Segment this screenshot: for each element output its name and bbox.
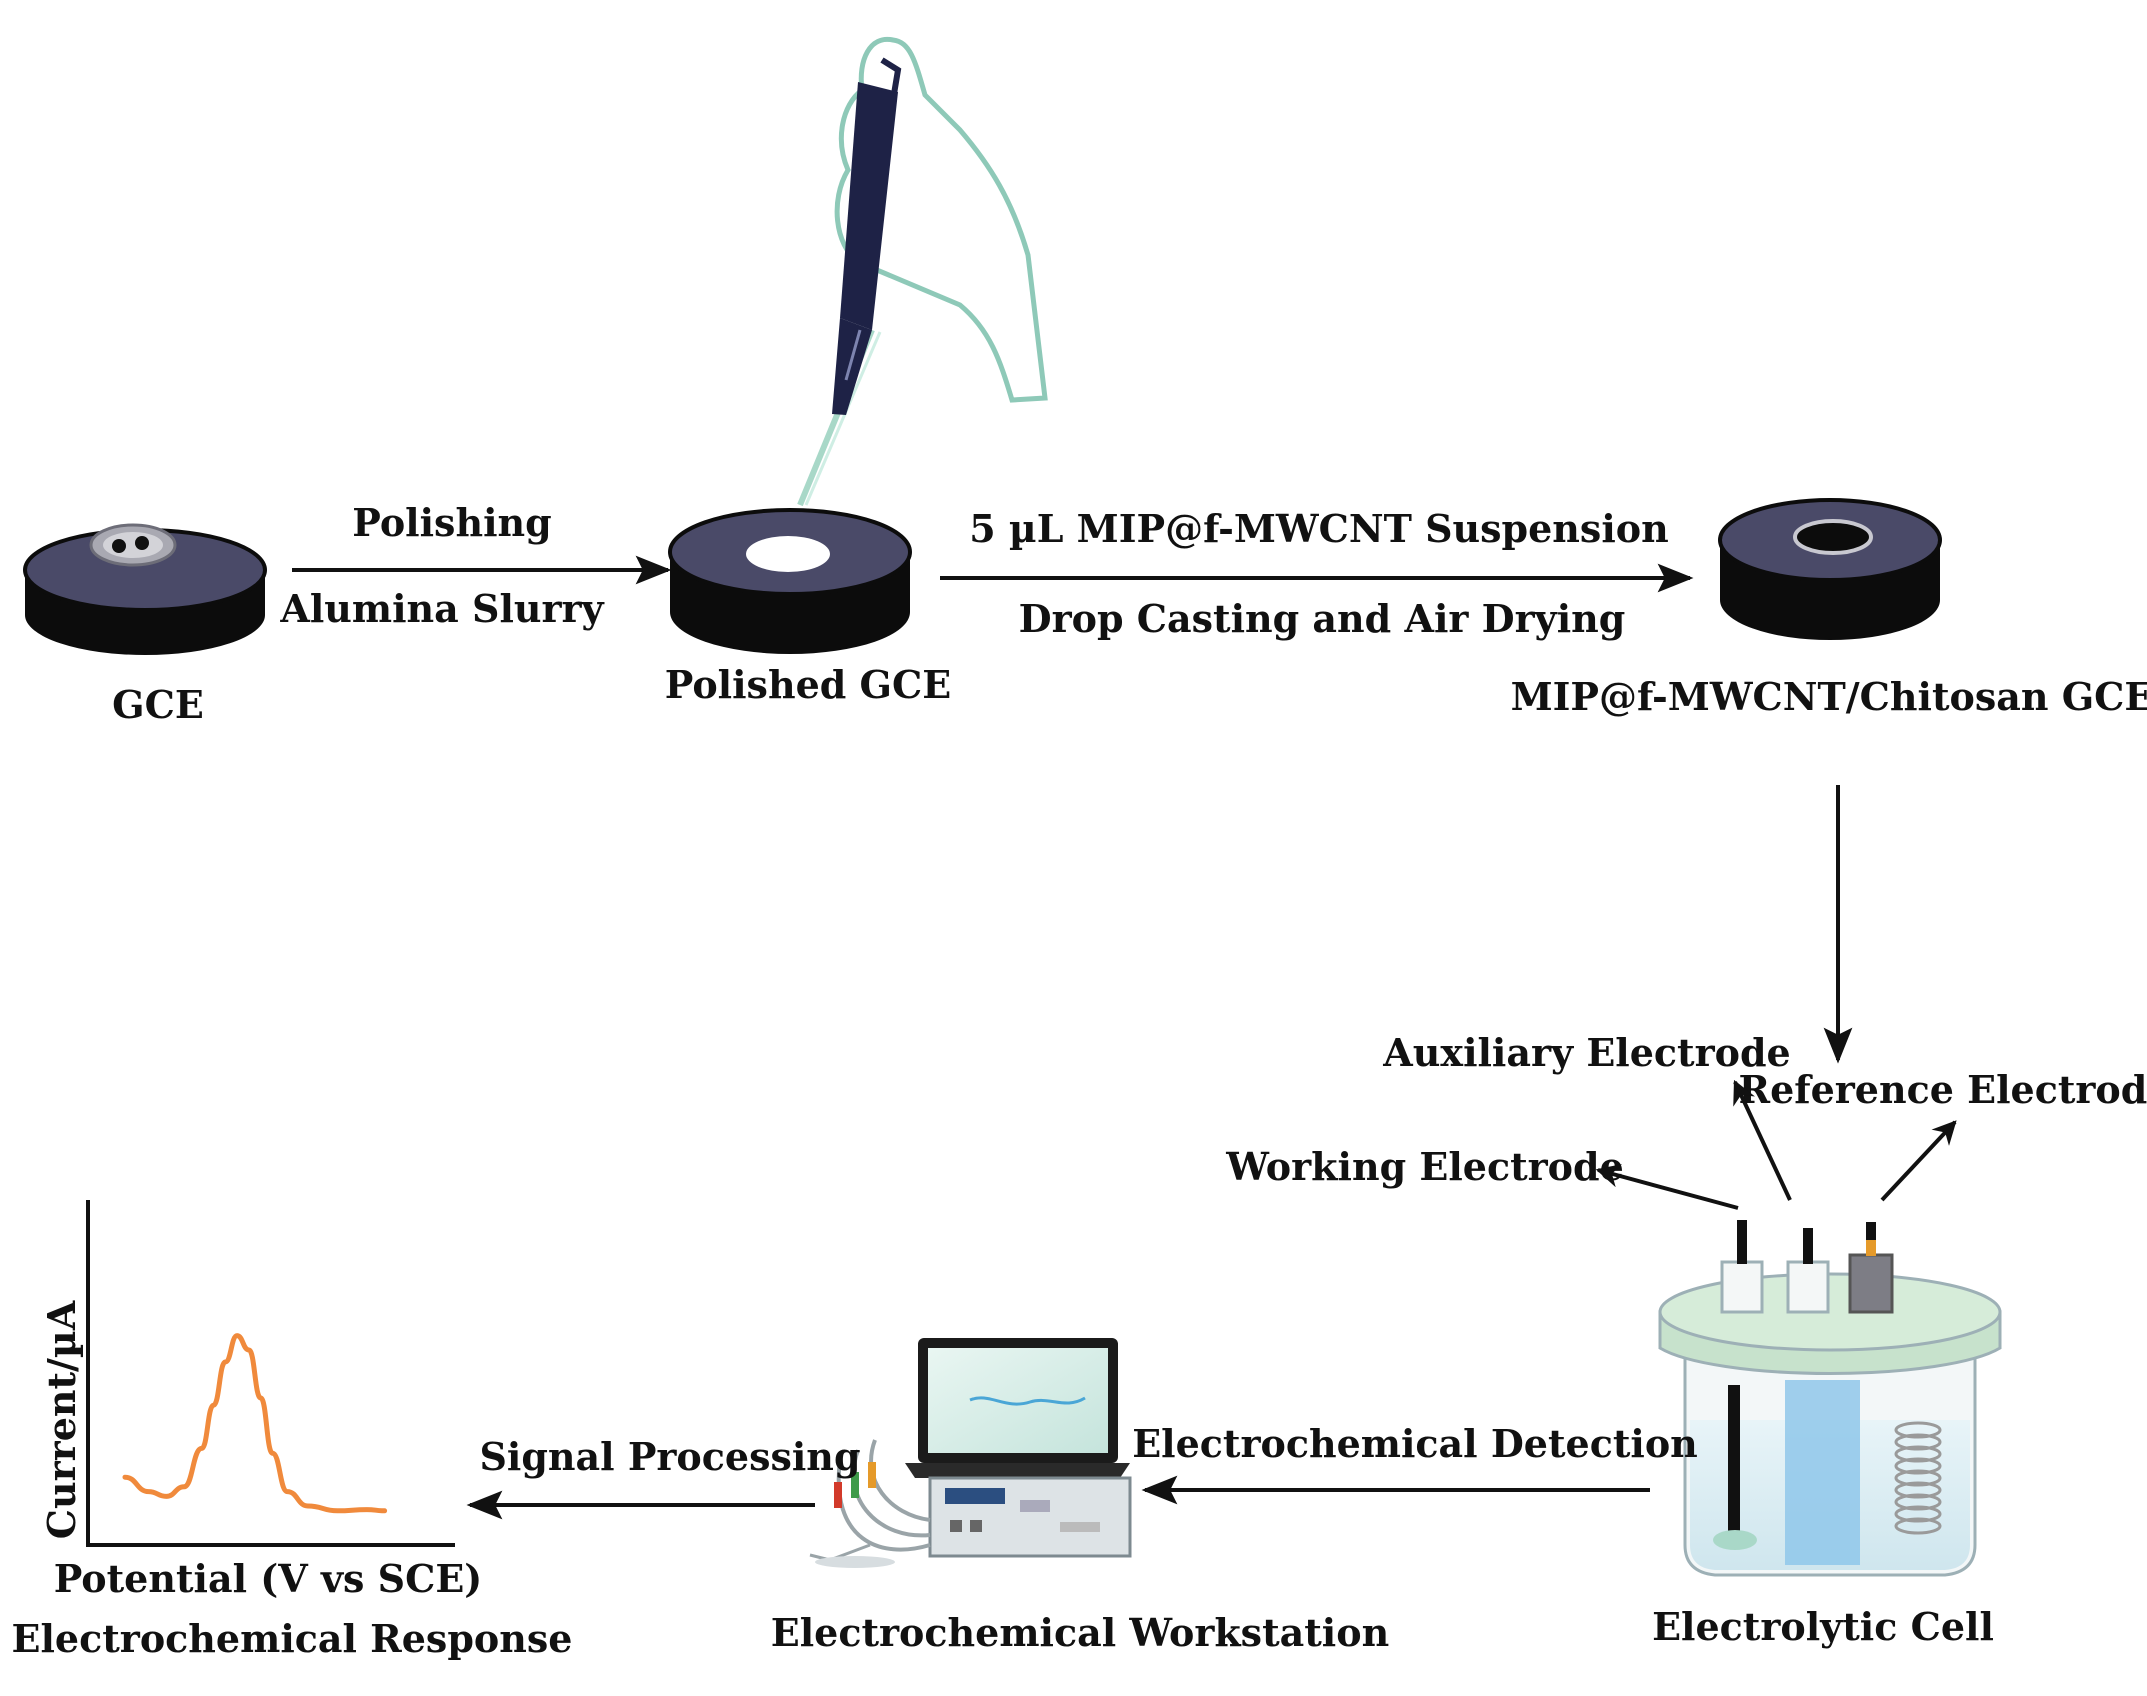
alumina-slurry-label: Alumina Slurry [279, 586, 604, 631]
electrolytic-cell-icon [1658, 1220, 2002, 1577]
reference-electrode-label: Reference Electrode [1738, 1067, 2147, 1112]
modified-gce-disk-icon [1718, 498, 1942, 640]
electrochemical-response-label: Electrochemical Response [12, 1616, 573, 1661]
working-electrode-pointer [1595, 1164, 1739, 1210]
plot-ylabel: Current/µA [39, 1300, 84, 1539]
response-plot: Potential (V vs SCE) Current/µA [39, 1200, 482, 1601]
gce-label: GCE [112, 682, 204, 727]
reference-electrode-pointer [1880, 1120, 1957, 1202]
electrolytic-cell-label: Electrolytic Cell [1652, 1604, 1994, 1649]
gce-disk-icon [23, 523, 267, 655]
auxiliary-electrode-label: Auxiliary Electrode [1382, 1030, 1790, 1075]
electrochemical-workstation-label: Electrochemical Workstation [771, 1610, 1389, 1655]
signal-processing-label: Signal Processing [479, 1434, 860, 1479]
response-curve [122, 1333, 388, 1514]
electrochemical-workstation-icon [809, 1338, 1132, 1568]
modified-gce-label: MIP@f-MWCNT/Chitosan GCE [1511, 674, 2147, 719]
gloved-hand-pipette-icon [797, 36, 1048, 507]
polishing-label: Polishing [352, 500, 551, 545]
polished-gce-label: Polished GCE [665, 662, 951, 707]
auxiliary-electrode-pointer [1733, 1079, 1792, 1201]
working-electrode-label: Working Electrode [1225, 1144, 1624, 1189]
suspension-label: 5 µL MIP@f-MWCNT Suspension [969, 506, 1668, 551]
plot-xlabel: Potential (V vs SCE) [54, 1556, 483, 1601]
polished-gce-disk-icon [668, 508, 912, 654]
electrochemical-detection-label: Electrochemical Detection [1132, 1421, 1698, 1466]
drop-casting-label: Drop Casting and Air Drying [1019, 596, 1626, 641]
